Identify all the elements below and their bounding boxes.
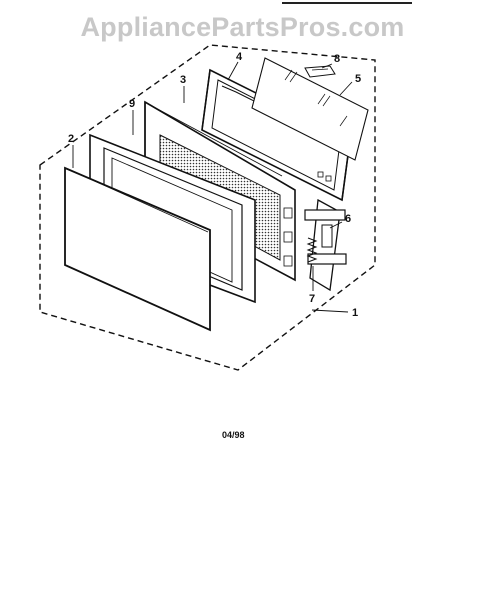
- callout-5: 5: [355, 73, 361, 85]
- part-latch-spring: [306, 237, 318, 263]
- header-rule: [282, 2, 412, 4]
- part-latch-clip: [304, 65, 336, 78]
- callout-7: 7: [309, 293, 315, 305]
- callout-6: 6: [345, 213, 351, 225]
- part-latch-bar: [304, 198, 347, 292]
- callout-1: 1: [352, 307, 358, 319]
- callout-4: 4: [236, 51, 243, 63]
- callout-9: 9: [129, 98, 135, 110]
- callout-8: 8: [334, 53, 340, 65]
- part-window-glass: [251, 57, 369, 161]
- watermark: AppliancePartsPros.com: [80, 12, 405, 42]
- leader-lines: [72, 61, 353, 313]
- date-code: 04/98: [222, 430, 245, 440]
- callout-2: 2: [68, 133, 74, 145]
- part-outer-door-panel: [64, 166, 211, 332]
- callout-3: 3: [180, 74, 186, 86]
